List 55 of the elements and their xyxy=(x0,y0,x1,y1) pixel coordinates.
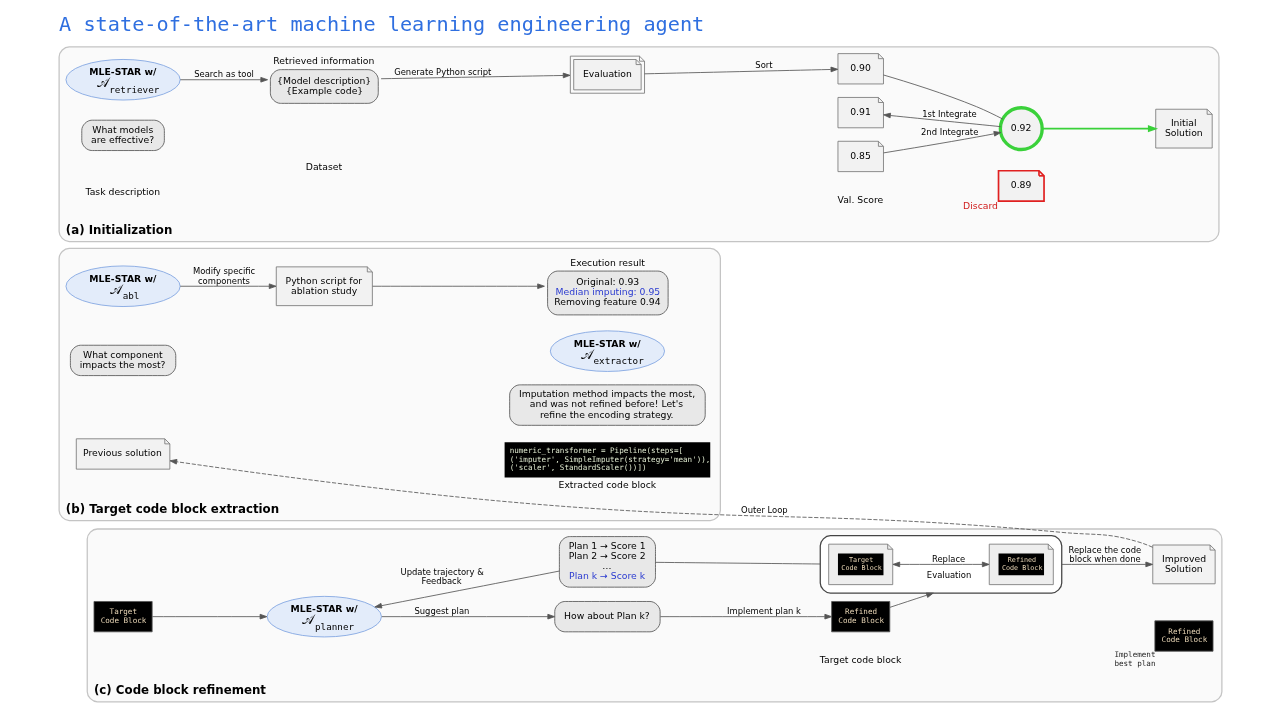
arrow xyxy=(151,613,267,620)
node-box: numeric_transformer = Pipeline(steps=[ ('imputer', SimpleImputer(strategy='mean')), ('scaler', StandardScaler())]) xyxy=(504,442,710,478)
edge-label: Evaluation xyxy=(926,569,971,580)
arrow xyxy=(643,66,838,75)
node-box: Refined Code Block xyxy=(1153,620,1213,652)
edge-label: 2nd Integrate xyxy=(920,126,978,137)
edge-label: Update trajectory & Feedback xyxy=(400,566,484,586)
node-label: Execution result xyxy=(569,256,645,268)
node-circle: 0.92 xyxy=(998,106,1044,152)
node-ellipse: MLE-STAR w/ 𝒜$_{abl}$ xyxy=(65,265,181,307)
edge-label: Outer Loop xyxy=(740,504,788,515)
node-label: Implement best plan xyxy=(1113,650,1155,668)
node-box: Plan 1 → Score 1 Plan 2 → Score 2 … Plan k → Score k xyxy=(558,536,656,588)
arrow xyxy=(892,561,990,568)
cluster xyxy=(819,535,1062,594)
arrow xyxy=(373,570,560,609)
edge-label: Modify specific components xyxy=(192,266,255,286)
edge-label: Implement plan k xyxy=(726,606,801,617)
node-ellipse: MLE-STAR w/ 𝒜$_{extractor}$ xyxy=(549,330,665,372)
node-box: What models are effective? xyxy=(80,119,165,151)
node-box: How about Plan k? xyxy=(553,601,661,633)
edge-label: Generate Python script xyxy=(393,66,491,77)
diagram-title: A state-of-the-art machine learning engineering agent xyxy=(58,12,704,37)
arrow xyxy=(889,592,934,608)
arrow xyxy=(1040,125,1158,133)
arrow xyxy=(380,613,555,620)
arrow xyxy=(1060,561,1153,568)
arrow xyxy=(380,72,570,80)
arrow xyxy=(371,283,545,290)
arrow xyxy=(882,131,1001,154)
arrow xyxy=(882,112,1001,128)
arrow xyxy=(179,283,276,290)
label: Task description xyxy=(85,186,160,198)
edge-label: Suggest plan xyxy=(413,606,469,617)
arrow xyxy=(179,76,268,83)
edge-label: 1st Integrate xyxy=(921,108,977,119)
edge-label: Replace xyxy=(931,553,965,564)
connector xyxy=(882,74,1003,120)
edge-label: Search as tool xyxy=(193,69,254,80)
node-box: Refined Code Block xyxy=(830,601,890,633)
node-box: What component impacts the most? xyxy=(69,344,176,376)
node-box: Target Code Block xyxy=(93,601,153,633)
node-label: Extracted code block xyxy=(558,479,656,491)
label: Val. Score xyxy=(837,193,883,205)
node-label: Retrieved information xyxy=(272,55,374,67)
edge-label: Sort xyxy=(754,59,773,70)
label: Target code block xyxy=(819,653,901,665)
node-ellipse: MLE-STAR w/ 𝒜$_{retriever}$ xyxy=(65,59,181,101)
connector xyxy=(654,561,821,565)
node-box: Imputation method impacts the most, and was not refined before! Let's refine the encoding strategy. xyxy=(508,384,706,426)
label: Dataset xyxy=(305,160,342,172)
arrow xyxy=(169,459,1153,548)
edge-label: Replace the code block when done xyxy=(1067,544,1141,564)
arrow xyxy=(659,613,832,620)
node-label: Discard xyxy=(962,199,998,211)
